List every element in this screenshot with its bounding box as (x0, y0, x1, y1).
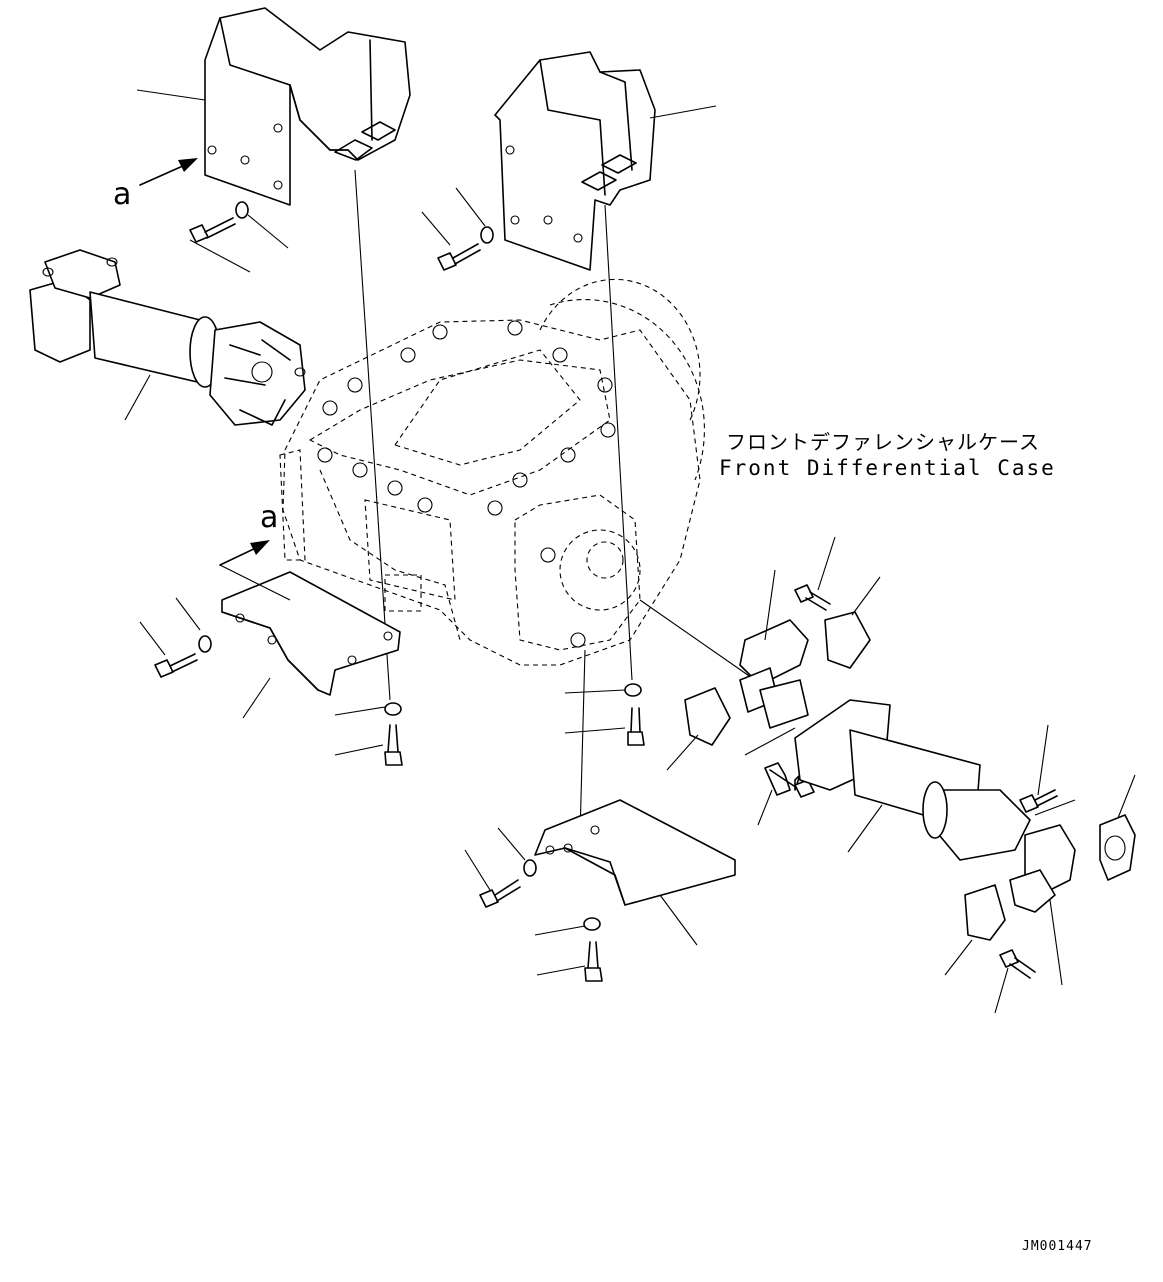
view-marker-a-bottom: a (260, 500, 279, 535)
component-label-english: Front Differential Case (719, 456, 1056, 480)
lower-center-bolts (464, 683, 698, 982)
right-universal-joint (666, 536, 1136, 1014)
front-differential-case (279, 278, 705, 666)
upper-left-bracket (204, 7, 411, 206)
alignment-lines (354, 169, 1076, 836)
component-label-japanese: フロントデファレンシャルケース (726, 430, 1040, 454)
upper-right-bracket (494, 51, 656, 271)
lower-left-bolts (139, 597, 403, 766)
left-drive-shaft (29, 249, 306, 426)
drawing-code: JM001447 (1022, 1239, 1093, 1254)
leader-lines-upper (124, 89, 717, 421)
lower-center-bracket (534, 799, 736, 906)
view-marker-a-top: a (113, 177, 132, 212)
lower-left-bracket (221, 571, 401, 696)
view-arrow-bottom (219, 540, 291, 601)
upper-bolts (189, 201, 494, 271)
view-arrow-top (139, 158, 198, 186)
